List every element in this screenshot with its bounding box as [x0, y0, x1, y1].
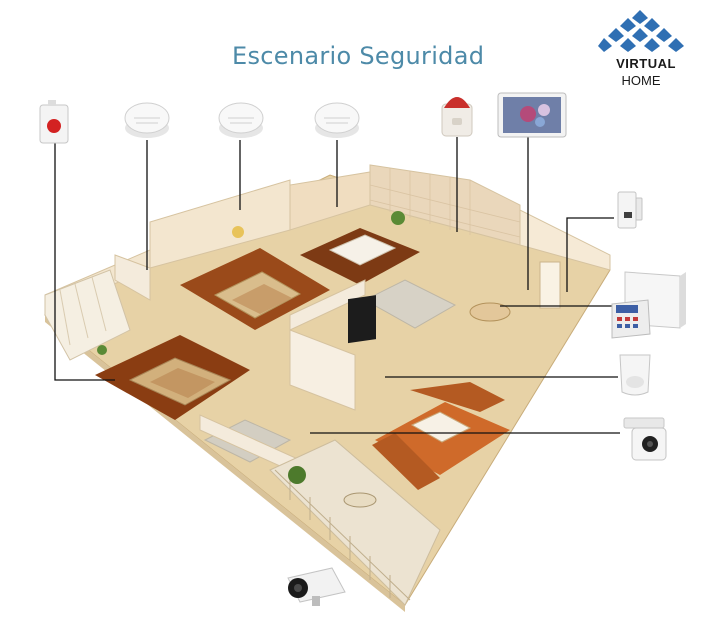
page-title: Escenario Seguridad	[232, 42, 485, 70]
bullet-camera-icon	[287, 567, 346, 606]
house-floorplan	[44, 164, 611, 612]
panic-button-icon	[39, 100, 69, 144]
interior-wall-4	[114, 254, 151, 301]
smoke-detector-icon	[218, 102, 264, 138]
plant	[232, 226, 244, 238]
entrance-door	[539, 261, 561, 309]
keypad-icon	[611, 299, 651, 339]
ip-camera-icon	[623, 417, 667, 461]
logo-text-home: HOME	[621, 73, 661, 88]
sunroom-window-frames	[59, 276, 107, 346]
siren-icon	[441, 97, 473, 137]
coffee-table	[410, 411, 472, 443]
plant	[97, 345, 107, 355]
virtual-home-logo	[598, 10, 684, 52]
bed-cover	[232, 284, 292, 314]
dining-table	[469, 302, 511, 322]
sofa-left	[372, 433, 440, 490]
sunroom-glass	[44, 269, 131, 361]
back-wall-tiles	[369, 164, 521, 246]
touch-panel-icon	[497, 92, 567, 138]
right-wall	[519, 209, 611, 271]
motion-sensor-icon	[619, 354, 651, 396]
smoke-detector-icon	[314, 102, 360, 138]
door-sensor-icon	[617, 191, 643, 229]
kitchen-tiles	[369, 168, 521, 238]
plant	[288, 466, 306, 484]
back-wall-bedroom	[149, 179, 291, 269]
logo-text-virtual: VIRTUAL	[616, 56, 676, 71]
interior-wall-2	[289, 329, 356, 411]
sofa-back	[410, 382, 505, 412]
television	[348, 295, 376, 344]
patio-railing	[274, 469, 411, 601]
plant	[391, 211, 405, 225]
smoke-detector-icon	[124, 102, 170, 138]
kitchen-counter	[328, 234, 397, 266]
logo-grid-icon	[598, 10, 684, 52]
patio-table	[343, 492, 377, 508]
connector-door-sensor	[566, 217, 614, 292]
patio-floor	[269, 439, 441, 606]
interior-wall-1	[289, 279, 366, 331]
bed2-cover	[150, 368, 215, 398]
connector-panic-button	[54, 143, 115, 381]
connector-lines	[54, 137, 620, 434]
bathroom-floor	[363, 279, 457, 329]
